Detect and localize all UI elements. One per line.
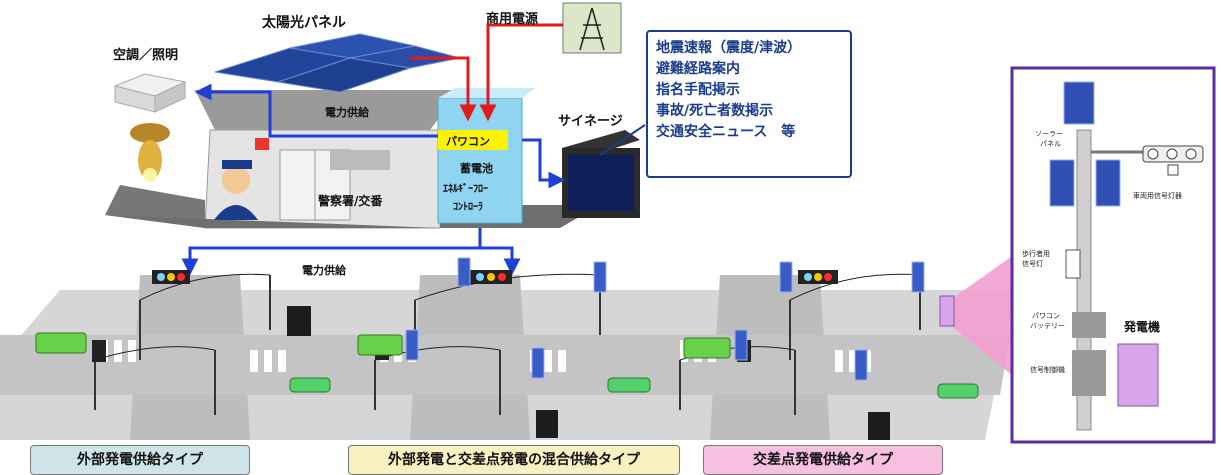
battery-unit <box>437 88 536 224</box>
detail-panel-drawing <box>1010 66 1216 444</box>
detail-vehicle-signal-label: 車両用信号灯器 <box>1133 192 1182 200</box>
grid-power-label: 商用電源 <box>486 12 539 27</box>
police-officer <box>214 160 258 220</box>
aircon-light-label: 空調／照明 <box>113 48 179 63</box>
signage-message-5: 交通安全ニュース 等 <box>656 124 796 140</box>
detail-ped-signal-label-2: 信号灯 <box>1022 260 1043 268</box>
detail-pc-battery-label-1: パワコン <box>1032 312 1060 320</box>
energy-flow-label-2: ｺﾝﾄﾛｰﾗ <box>453 202 483 213</box>
signage-message-3: 指名手配掲示 <box>656 82 740 98</box>
grid-power-arrows <box>410 23 563 122</box>
solar-panels <box>214 33 461 93</box>
power-supply-mid-label: 電力供給 <box>302 264 346 277</box>
detail-ped-signal-label-1: 歩行者用 <box>1022 250 1050 258</box>
detail-generator-label: 発電機 <box>1124 320 1161 334</box>
aircon-unit <box>113 73 187 113</box>
signage-display <box>562 124 646 218</box>
intersections <box>0 257 1015 440</box>
battery-label: 蓄電池 <box>460 162 493 175</box>
solar-panel-label: 太陽光パネル <box>262 15 346 31</box>
detail-signal-controller-label: 信号制御機 <box>1030 366 1065 374</box>
energy-flow-label-1: ｴﾈﾙｷﾞｰﾌﾛｰ <box>443 184 488 195</box>
signage-message-4: 事故/死亡者数掲示 <box>656 103 774 119</box>
signage-message-2: 避難経路案内 <box>656 61 740 77</box>
power-supply-arrows <box>181 83 566 276</box>
signage-message-box: 地震速報（震度/津波） 避難経路案内 指名手配掲示 事故/死亡者数掲示 交通安全… <box>646 30 852 178</box>
type1-tag: 外部発電供給タイプ <box>30 445 250 475</box>
detail-pc-battery-label-2: バッテリー <box>1030 322 1065 330</box>
type2-tag: 外部発電と交差点発電の混合供給タイプ <box>348 445 680 475</box>
signage-message-1: 地震速報（震度/津波） <box>656 40 802 56</box>
power-conditioner-label: パワコン <box>446 135 490 148</box>
signage-label: サイネージ <box>558 114 623 129</box>
detail-solar-label-1: ソーラー <box>1035 130 1063 138</box>
light-fixture <box>130 123 170 182</box>
type3-tag: 交差点発電供給タイプ <box>703 445 943 475</box>
transmission-tower-image <box>562 2 622 54</box>
generator-callout <box>939 252 1018 380</box>
power-supply-top-label: 電力供給 <box>325 106 369 119</box>
police-station-label: 警察署/交番 <box>318 194 383 208</box>
detail-solar-label-2: パネル <box>1040 140 1061 148</box>
